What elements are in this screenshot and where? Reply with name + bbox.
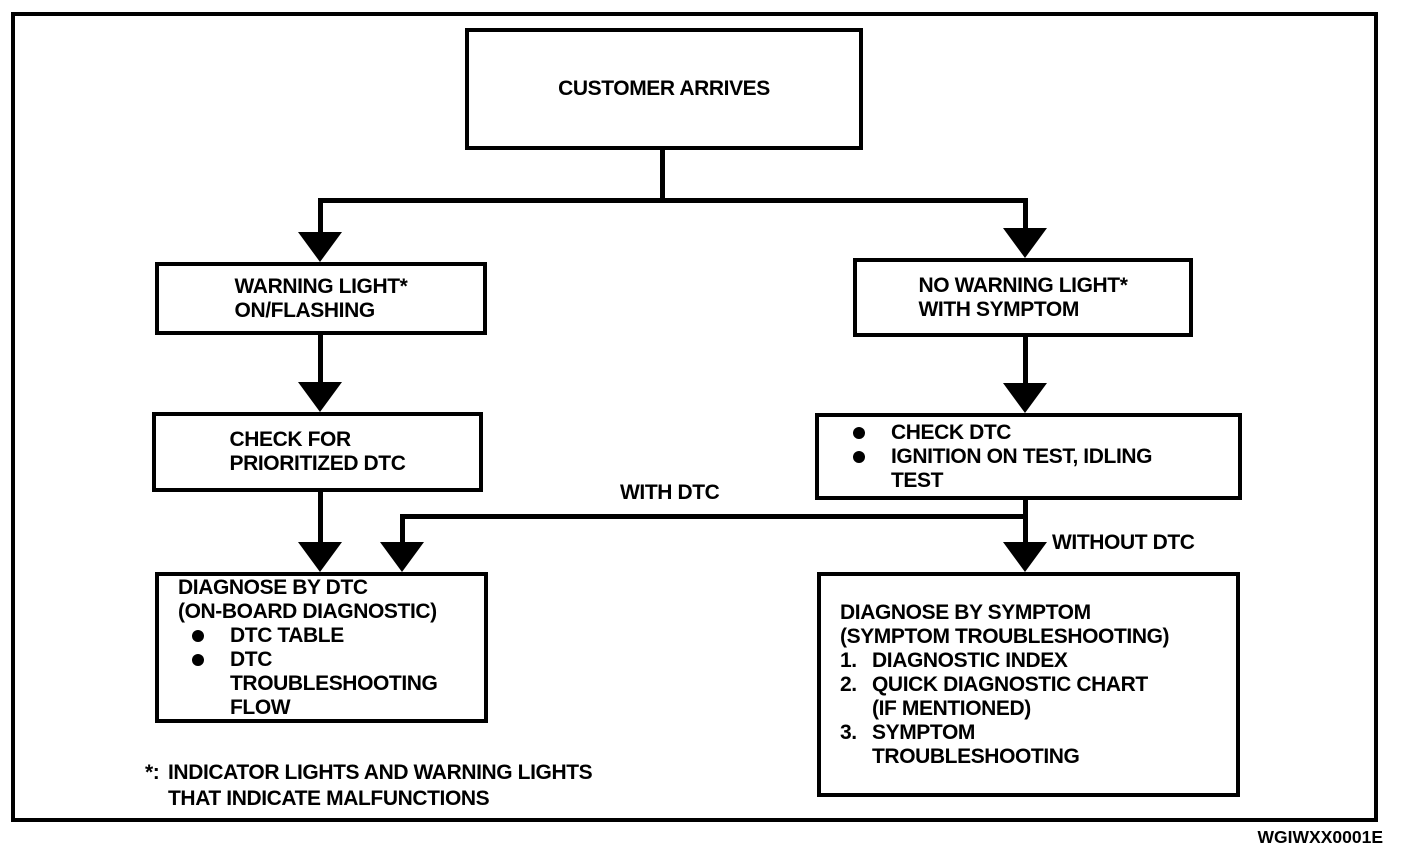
node-label-line: CHECK FOR — [229, 428, 352, 451]
connector-left-branch-down — [318, 198, 323, 234]
arrowhead-down-icon — [298, 542, 342, 572]
connector-with-dtc-down — [400, 514, 405, 544]
arrowhead-down-icon — [298, 232, 342, 262]
arrowhead-down-icon — [1003, 542, 1047, 572]
footnote-line: THAT INDICATE MALFUNCTIONS — [168, 787, 490, 810]
node-label-line: TROUBLESHOOTING — [872, 744, 1080, 768]
bullet-item: IGNITION ON TEST, IDLING TEST — [853, 445, 1230, 493]
node-label-line: WITH SYMPTOM — [918, 297, 1079, 321]
node-no-warning-light: NO WARNING LIGHT* WITH SYMPTOM — [853, 258, 1193, 337]
item-number: 1. — [840, 648, 857, 672]
connector-nowarn-to-checkdtc — [1023, 335, 1028, 385]
bullet-item: DTC TROUBLESHOOTING FLOW — [178, 648, 478, 720]
node-label-line: FLOW — [230, 695, 291, 719]
node-label-line: NO WARNING LIGHT* — [918, 273, 1128, 297]
numbered-item: 3. SYMPTOM TROUBLESHOOTING — [840, 721, 1230, 769]
node-label-line: CHECK DTC — [891, 420, 1012, 444]
node-customer-arrives: CUSTOMER ARRIVES — [465, 28, 863, 150]
node-label-line: SYMPTOM — [872, 720, 975, 744]
bullet-icon — [853, 450, 865, 463]
connector-with-dtc-horizontal — [400, 514, 1028, 519]
footnote-line: INDICATOR LIGHTS AND WARNING LIGHTS — [168, 761, 593, 784]
node-check-prioritized-dtc: CHECK FOR PRIORITIZED DTC — [152, 412, 483, 492]
node-label-line: TEST — [891, 468, 944, 492]
node-label-line: DIAGNOSTIC INDEX — [872, 648, 1068, 672]
node-label-line: QUICK DIAGNOSTIC CHART — [872, 672, 1148, 696]
numbered-item: 2. QUICK DIAGNOSTIC CHART (IF MENTIONED) — [840, 673, 1230, 721]
node-label-line: DTC — [230, 647, 272, 671]
node-label-line: ON/FLASHING — [234, 298, 376, 322]
arrowhead-down-icon — [380, 542, 424, 572]
node-label-line: DTC TABLE — [230, 623, 344, 647]
node-label-line: TROUBLESHOOTING — [230, 671, 438, 695]
item-number: 2. — [840, 672, 857, 696]
node-label-line: DIAGNOSE BY SYMPTOM — [840, 600, 1091, 624]
connector-checkdtc-to-symptom — [1023, 496, 1028, 544]
node-label-line: DIAGNOSE BY DTC — [178, 575, 368, 599]
figure-border — [11, 12, 1378, 822]
node-label-line: IGNITION ON TEST, IDLING — [891, 444, 1153, 468]
connector-branch-horizontal — [318, 198, 1028, 203]
bullet-icon — [853, 426, 865, 439]
connector-customer-down — [660, 147, 665, 201]
bullet-item: CHECK DTC — [853, 421, 1230, 445]
item-number: 3. — [840, 720, 857, 744]
node-label: CUSTOMER ARRIVES — [558, 77, 770, 100]
node-diagnose-by-symptom: DIAGNOSE BY SYMPTOM (SYMPTOM TROUBLESHOO… — [817, 572, 1240, 797]
figure-code: WGIWXX0001E — [1257, 827, 1383, 847]
node-diagnose-by-dtc: DIAGNOSE BY DTC (ON-BOARD DIAGNOSTIC) DT… — [155, 572, 488, 723]
arrowhead-down-icon — [1003, 228, 1047, 258]
connector-warning-to-check — [318, 333, 323, 384]
arrowhead-down-icon — [1003, 383, 1047, 413]
node-label-line: (IF MENTIONED) — [872, 696, 1031, 720]
node-warning-light: WARNING LIGHT* ON/FLASHING — [155, 262, 487, 335]
footnote: *: INDICATOR LIGHTS AND WARNING LIGHTS T… — [145, 760, 593, 812]
node-label-line: PRIORITIZED DTC — [229, 452, 406, 475]
node-label-line: (SYMPTOM TROUBLESHOOTING) — [840, 624, 1170, 648]
numbered-item: 1. DIAGNOSTIC INDEX — [840, 649, 1230, 673]
node-label-line: WARNING LIGHT* — [234, 274, 408, 298]
bullet-icon — [192, 629, 204, 642]
bullet-icon — [192, 653, 204, 666]
node-check-dtc: CHECK DTC IGNITION ON TEST, IDLING TEST — [815, 413, 1242, 500]
arrowhead-down-icon — [298, 382, 342, 412]
connector-check-to-diagnose-dtc — [318, 490, 323, 544]
footnote-marker: *: — [145, 761, 160, 784]
edge-label-with-dtc: WITH DTC — [620, 481, 720, 504]
connector-right-branch-down — [1023, 198, 1028, 231]
node-label-line: (ON-BOARD DIAGNOSTIC) — [178, 599, 437, 623]
bullet-item: DTC TABLE — [178, 624, 478, 648]
edge-label-without-dtc: WITHOUT DTC — [1052, 531, 1195, 554]
